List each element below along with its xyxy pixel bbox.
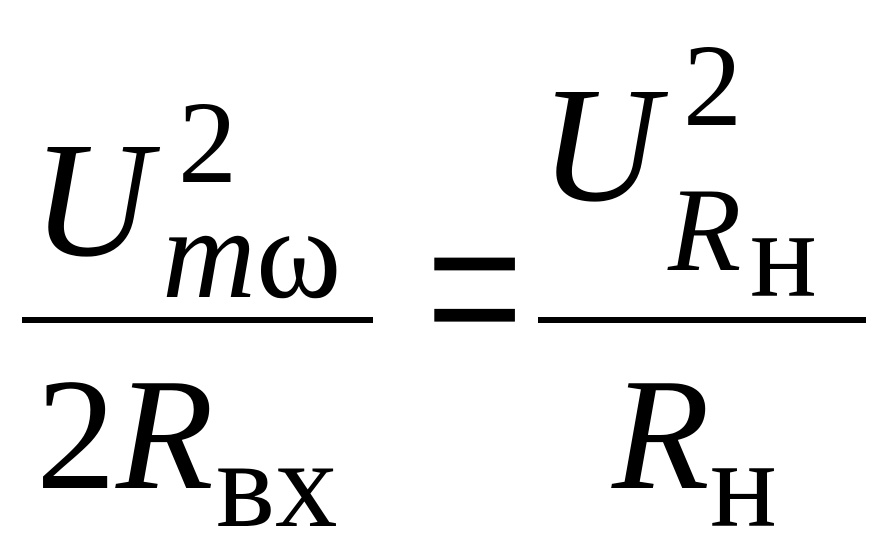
right-denominator-base: R (612, 345, 710, 523)
left-denominator-base: R (116, 345, 214, 523)
equals-sign: = (425, 146, 524, 431)
right-numerator-superscript: 2 (683, 20, 742, 151)
left-numerator-subscript: mω (162, 189, 341, 319)
right-denominator-subscript: н (710, 416, 777, 554)
left-fraction-bar (22, 317, 373, 323)
left-numerator-subscript-m: m (162, 182, 256, 326)
right-numerator-sub-subscript: н (750, 186, 817, 324)
left-numerator-base: U (32, 108, 152, 291)
right-fraction-bar (538, 317, 866, 323)
left-numerator-subscript-omega: ω (255, 182, 342, 326)
left-denominator-subscript: вх (216, 416, 338, 554)
left-denominator-coefficient: 2 (36, 345, 116, 523)
right-numerator-subscript: R (668, 163, 742, 296)
right-numerator-base: U (540, 53, 660, 236)
left-numerator-superscript: 2 (178, 77, 237, 208)
